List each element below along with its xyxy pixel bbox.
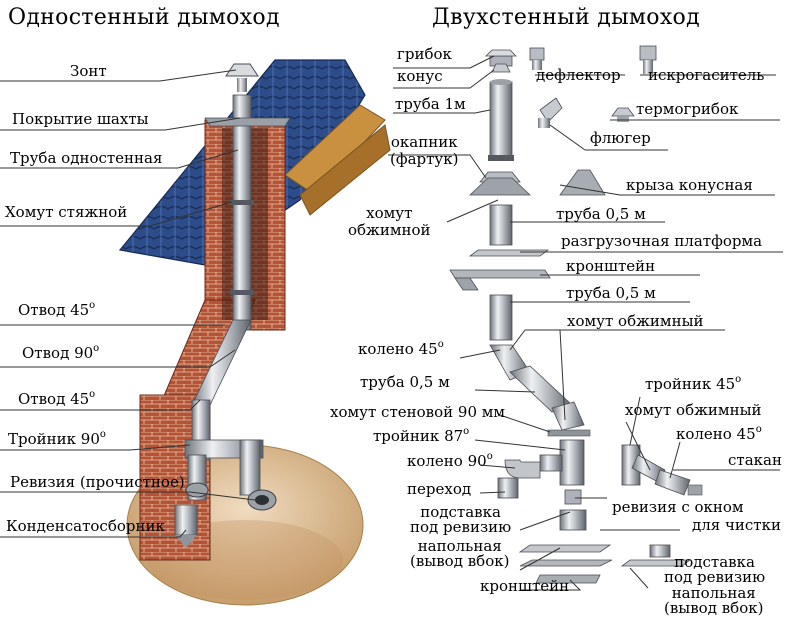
bend-45-top-text: Отвод 45 (18, 301, 90, 319)
unloading-platform (468, 249, 550, 257)
inspection-stand-right-line1: подставка (674, 553, 755, 571)
label-tee-87: тройник 87о (373, 426, 470, 445)
title-double-wall: Двухстенный дымоход (432, 5, 700, 30)
label-pipe-05m-3: труба 0,5 м (360, 373, 450, 391)
tee-45-text: тройник 45 (645, 375, 736, 393)
label-deflector: дефлектор (536, 66, 621, 84)
label-condensate-collector: Конденсатосборник (6, 517, 165, 535)
title-single-wall: Одностенный дымоход (8, 5, 280, 30)
label-spark-arrester: искрогаситель (648, 66, 765, 84)
degree-mark: о (89, 300, 96, 311)
floor-side-outlet-line2: (вывод вбок) (410, 552, 510, 570)
floor-side-outlet-right-line2: (вывод вбок) (664, 599, 764, 617)
spark-arrester (639, 45, 657, 61)
label-inspection: Ревизия (прочистное) (10, 473, 185, 491)
inspection-stand-line2: под ревизию (410, 518, 512, 536)
label-floor-side-outlet-right: напольная (вывод вбок) (664, 586, 763, 616)
drip-edge-line1: окапник (390, 133, 458, 151)
inspection-window-line2: для чистки (692, 516, 781, 534)
tee-87-text: тройник 87 (373, 427, 464, 445)
label-pipe-05m-1: труба 0,5 м (556, 205, 646, 223)
label-crimp-clamp-3: хомут обжимный (625, 401, 762, 419)
label-cone: конус (397, 67, 443, 85)
label-bracket-1: кронштейн (566, 257, 656, 275)
floor-side-outlet-line1: напольная (417, 537, 502, 555)
label-mushroom: грибок (397, 45, 452, 63)
degree-mark: о (486, 451, 493, 462)
label-tee-45: тройник 45о (645, 374, 742, 393)
label-thermo-mushroom: термогрибок (636, 100, 739, 118)
label-unloading-platform: разгрузочная платформа (561, 232, 763, 250)
left-leader-lines (0, 69, 256, 538)
floor-side-outlet-right-line1: напольная (671, 584, 756, 602)
label-crimp-clamp: хомут обжимной (348, 205, 431, 239)
label-single-wall-pipe: Труба одностенная (10, 149, 163, 167)
label-adapter: переход (407, 480, 472, 498)
inspection-stand-right-line2: под ревизию (664, 568, 766, 586)
thermo-mushroom (611, 107, 635, 117)
label-conical-roof-flashing: крыза конусная (626, 176, 753, 194)
degree-mark: о (93, 343, 100, 354)
label-inspection-stand: подставка под ревизию (410, 505, 511, 535)
label-bend-45-bottom: Отвод 45о (18, 389, 96, 408)
bend-45-bottom-text: Отвод 45 (18, 390, 90, 408)
label-elbow-45: колено 45о (358, 339, 444, 358)
drip-edge-line2: (фартук) (390, 150, 459, 168)
tee-90-text: Тройник 90 (8, 430, 100, 448)
label-bend-90: Отвод 90о (22, 343, 100, 362)
elbow-45-right-text: колено 45 (676, 425, 756, 443)
label-shaft-cover: Покрытие шахты (12, 110, 149, 128)
label-tightening-clamp: Хомут стяжной (5, 203, 128, 221)
label-elbow-90: колено 90о (407, 451, 493, 470)
label-bracket-2: кронштейн (480, 577, 570, 595)
crimp-clamp-line2: обжимной (348, 221, 431, 239)
bracket-bottom (535, 574, 601, 584)
label-inspection-window: ревизия с окном для чистки (612, 498, 781, 534)
bend-90-text: Отвод 90 (22, 344, 94, 362)
label-bend-45-top: Отвод 45о (18, 300, 96, 319)
label-crimp-clamp-2: хомут обжимный (567, 312, 704, 330)
pipe-1m (489, 81, 513, 161)
degree-mark: о (755, 424, 762, 435)
label-pipe-1m: труба 1м (395, 95, 466, 113)
double-wall-components (449, 45, 703, 584)
label-inspection-stand-right: подставка под ревизию (664, 555, 765, 585)
label-weather-vane: флюгер (590, 129, 651, 147)
label-elbow-45-right: колено 45о (676, 424, 762, 443)
label-floor-side-outlet: напольная (вывод вбок) (410, 539, 509, 569)
tee-87 (559, 439, 585, 486)
degree-mark: о (99, 429, 106, 440)
deflector (529, 47, 545, 61)
inspection-stand-line1: подставка (420, 503, 501, 521)
single-wall-chimney-illustration (118, 59, 391, 606)
crimp-clamp-line1: хомут (366, 204, 413, 222)
bracket-top (449, 269, 551, 279)
degree-mark: о (437, 339, 444, 350)
inspection-window-line1: ревизия с окном (612, 498, 744, 516)
label-umbrella: Зонт (70, 62, 107, 80)
roof-frame (284, 104, 386, 196)
roof-flashing (559, 169, 606, 196)
label-drip-edge: окапник (фартук) (390, 134, 459, 168)
right-leader-lines (388, 55, 783, 591)
label-sleeve: стакан (728, 451, 782, 469)
degree-mark: о (463, 426, 470, 437)
label-wall-clamp-90: хомут стеновой 90 мм (330, 403, 506, 421)
label-pipe-05m-2: труба 0,5 м (566, 284, 656, 302)
degree-mark: о (89, 389, 96, 400)
umbrella-cap (225, 63, 259, 77)
degree-mark: о (735, 374, 742, 385)
elbow-45-text: колено 45 (358, 340, 438, 358)
label-tee-90: Тройник 90о (8, 429, 106, 448)
elbow-90-text: колено 90 (407, 452, 487, 470)
